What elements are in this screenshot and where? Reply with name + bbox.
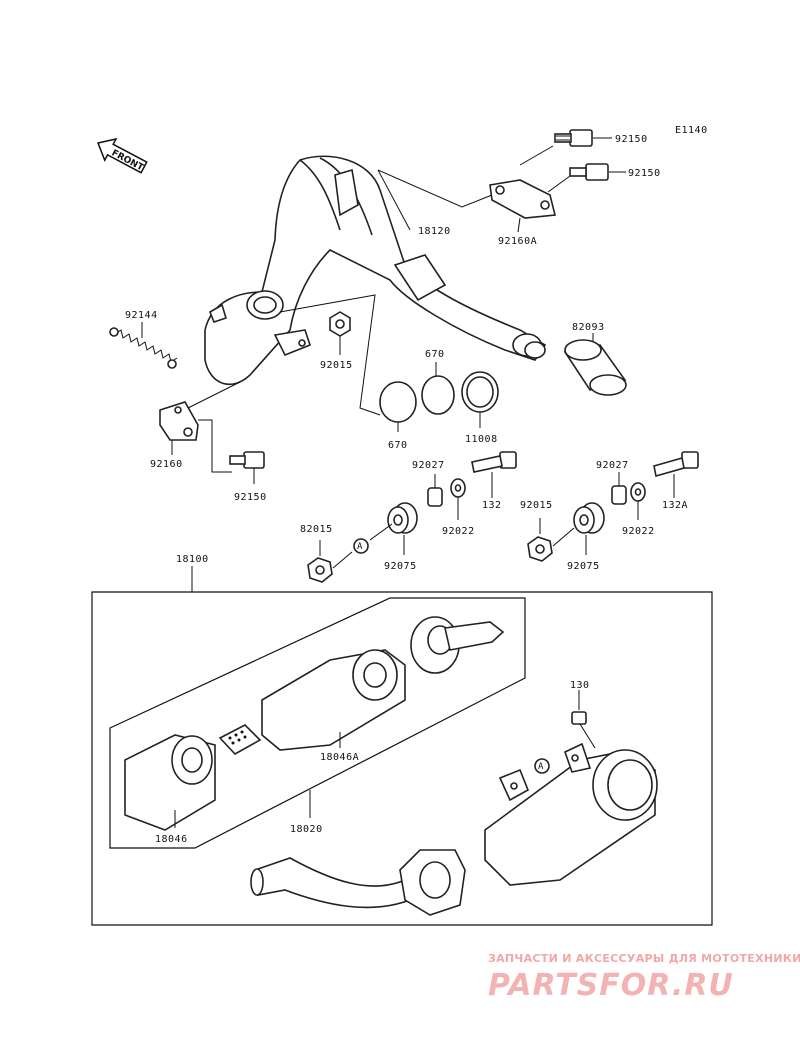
callout-82015: 82015 (300, 524, 333, 535)
callout-18046a: 18046A (320, 752, 359, 763)
callout-18020: 18020 (290, 824, 323, 835)
callout-92150-b: 92150 (628, 168, 661, 179)
bolt-132 (471, 451, 517, 473)
nut-92015-b (527, 536, 553, 562)
callout-92022-a: 92022 (442, 526, 475, 537)
washer-92022-a (450, 478, 466, 498)
callout-11008: 11008 (465, 434, 498, 445)
collar-92027-a (427, 487, 443, 507)
callout-18120: 18120 (418, 226, 451, 237)
callout-92160a: 92160A (498, 236, 537, 247)
washer-92022-b (630, 482, 646, 502)
diagram-code: E1140 (675, 125, 708, 136)
callout-18046: 18046 (155, 834, 188, 845)
bolt-130 (571, 711, 596, 749)
callout-92075-b: 92075 (567, 561, 600, 572)
bracket-92160 (159, 401, 199, 441)
silencer-outer-shell (484, 742, 658, 886)
perforated-core (218, 724, 262, 756)
silencer-subassembly-frame (109, 597, 526, 849)
callout-130: 130 (570, 680, 590, 691)
callout-132: 132 (482, 500, 502, 511)
bolt-92150-left (229, 451, 265, 469)
callout-670-top: 670 (425, 349, 445, 360)
bolt-92150-top (554, 129, 593, 147)
leader-18120 (377, 169, 411, 231)
gasket-670-a (379, 381, 417, 423)
callout-92160: 92160 (150, 459, 183, 470)
callout-92027-b: 92027 (596, 460, 629, 471)
svg-text:A: A (357, 542, 363, 552)
gasket-670-b (421, 375, 455, 415)
callout-92150-a: 92150 (615, 134, 648, 145)
sleeve-82093 (563, 339, 627, 396)
bolt-92150-mid (569, 163, 609, 181)
callout-92075-a: 92075 (384, 561, 417, 572)
callout-92150-c: 92150 (234, 492, 267, 503)
silencer-shell-18046 (124, 734, 216, 831)
spring-92144 (109, 327, 178, 369)
watermark-logo: PARTSFOR.RU (488, 968, 734, 1003)
assembly-frame (91, 591, 713, 926)
expansion-chamber (204, 155, 547, 386)
callout-18100: 18100 (176, 554, 209, 565)
nut-82015 (307, 557, 333, 583)
callout-92015-a: 92015 (320, 360, 353, 371)
callout-82093: 82093 (572, 322, 605, 333)
bolt-132a (653, 451, 699, 478)
callout-92144: 92144 (125, 310, 158, 321)
callout-92022-b: 92022 (622, 526, 655, 537)
ref-marker-a-right (534, 758, 550, 774)
inlet-pipe (250, 849, 466, 916)
bracket-92160a (489, 179, 557, 219)
svg-text:A: A (538, 762, 544, 772)
silencer-shell-18046a (261, 649, 406, 751)
grommet-92075-a (387, 502, 418, 534)
watermark-tagline: ЗАПЧАСТИ И АКСЕССУАРЫ ДЛЯ МОТОТЕХНИКИ (488, 952, 800, 965)
callout-92027-a: 92027 (412, 460, 445, 471)
grommet-92075-b (573, 502, 605, 534)
front-arrow: FRONT (96, 137, 148, 174)
ref-marker-a-left (353, 538, 369, 554)
collar-92027-b (611, 485, 627, 505)
callout-670-bottom: 670 (388, 440, 408, 451)
nut-92015-a (329, 311, 351, 337)
inlet-end-cap (410, 616, 505, 674)
callout-132a: 132A (662, 500, 688, 511)
callout-92015-b: 92015 (520, 500, 553, 511)
